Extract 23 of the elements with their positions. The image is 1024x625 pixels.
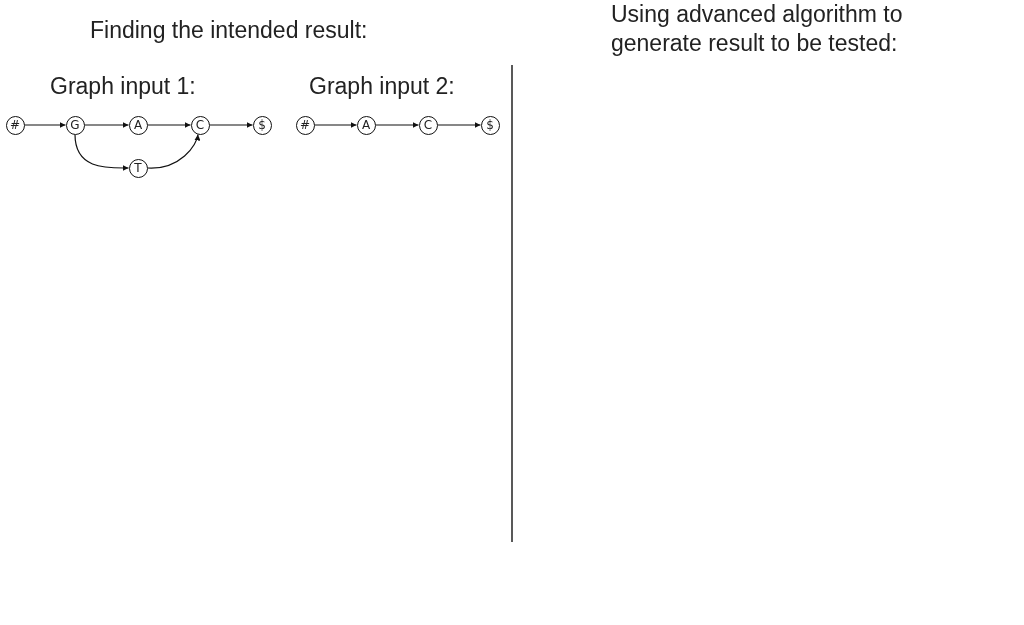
arrow — [146, 133, 200, 169]
node-circle: $ — [252, 115, 272, 135]
graph-heading: Graph input 1: — [50, 72, 196, 101]
arrow — [74, 133, 130, 171]
node-circle: G — [65, 115, 85, 135]
arrow — [146, 122, 192, 128]
node-circle: # — [5, 115, 25, 135]
node-circle: C — [418, 115, 438, 135]
node-circle: C — [190, 115, 210, 135]
node-circle: $ — [480, 115, 500, 135]
section-heading: Using advanced algorithm to generate result to be tested: — [611, 0, 904, 58]
node-circle: A — [128, 115, 148, 135]
arrow — [208, 122, 254, 128]
node-circle: T — [128, 158, 148, 178]
arrow — [374, 122, 420, 128]
node-circle: A — [356, 115, 376, 135]
graph-heading: Graph input 2: — [309, 72, 455, 101]
section-heading: Finding the intended result: — [90, 16, 368, 45]
arrow — [23, 122, 67, 128]
node-circle: # — [295, 115, 315, 135]
arrow — [436, 122, 482, 128]
arrow — [313, 122, 358, 128]
arrow — [83, 122, 130, 128]
